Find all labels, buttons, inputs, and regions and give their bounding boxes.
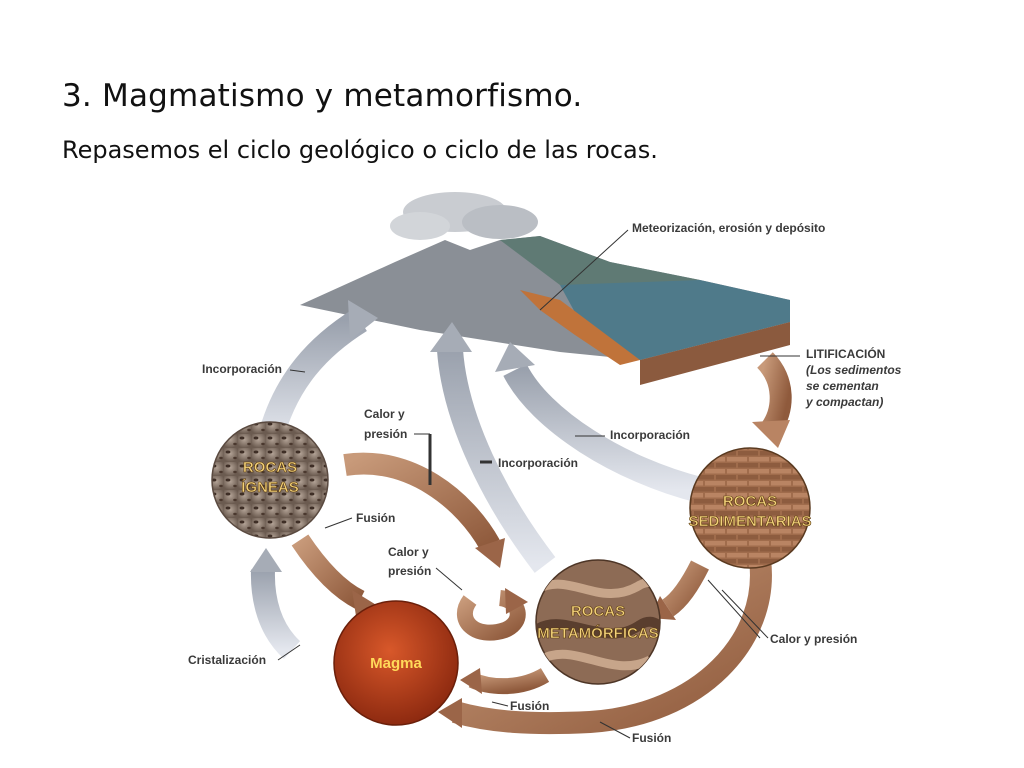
node-igneous-rocks: ROCAS ÍGNEAS	[211, 421, 329, 539]
arrow-head	[505, 588, 528, 614]
arrow-incorporation-igneous	[257, 308, 367, 444]
leader-line	[324, 517, 353, 529]
label-incorporation-right: Incorporación	[610, 428, 690, 442]
label-incorporation-left: Incorporación	[202, 362, 282, 376]
leader-line	[289, 369, 306, 373]
arrow-head	[475, 538, 505, 568]
label-heat-pressure-right: Calor y presión	[770, 632, 857, 646]
arrow-head	[495, 342, 535, 372]
leader-line	[721, 589, 769, 639]
arrow-head	[352, 590, 378, 616]
label-crystallization: Cristalización	[188, 653, 266, 667]
label-heat-pressure-mid-1: Calor y	[388, 545, 429, 559]
cloud-part	[462, 205, 538, 239]
arrow-heat-pressure-igneous	[343, 452, 500, 551]
sediment-layers	[640, 322, 790, 385]
node-magma: Magma	[333, 600, 459, 726]
label-lithification-line2: se cementan	[806, 379, 879, 393]
arrow-fusion-sedimentary	[451, 558, 772, 735]
label-lithification-title: LITIFICACIÓN	[806, 346, 885, 361]
landscape	[300, 192, 790, 385]
igneous-label-2: ÍGNEAS	[241, 479, 299, 496]
arrow-head	[438, 698, 462, 728]
arrow-incorporation-sedimentary	[503, 363, 704, 503]
slide-subtitle: Repasemos el ciclo geológico o ciclo de …	[62, 136, 658, 164]
metamorphic-label-1: ROCAS	[571, 603, 625, 620]
cloud-part	[390, 212, 450, 240]
slide-title: 3. Magmatismo y metamorfismo.	[62, 78, 583, 114]
leader-line	[277, 644, 301, 661]
label-heat-pressure-mid-2: presión	[388, 564, 431, 578]
node-metamorphic-rocks: ROCAS METAMÓRFICAS	[535, 559, 661, 685]
igneous-label-1: ROCAS	[243, 459, 297, 476]
sedimentary-label-1: ROCAS	[723, 493, 777, 510]
leader-line	[707, 579, 761, 639]
label-fusion-left: Fusión	[356, 511, 395, 525]
leader-line	[599, 721, 631, 739]
label-heat-pressure-top-1: Calor y	[364, 407, 405, 421]
label-lithification-line1: (Los sedimentos	[806, 363, 902, 377]
arrow-head	[250, 548, 282, 572]
label-incorporation-center: Incorporación	[498, 456, 578, 470]
sea-surface	[560, 280, 790, 360]
arrow-head	[348, 300, 378, 340]
leader-lines	[277, 229, 800, 739]
label-weathering: Meteorización, erosión y depósito	[632, 221, 825, 235]
arrow-head	[430, 322, 472, 352]
arrow-incorporation-metamorphic	[437, 348, 556, 573]
arrow-head	[460, 668, 482, 694]
leader-line	[491, 701, 509, 707]
arrow-heat-pressure-sedimentary	[662, 560, 709, 617]
label-heat-pressure-top-2: presión	[364, 427, 407, 441]
leader-line	[539, 229, 629, 311]
sedimentary-label-2: SEDIMENTARIAS	[688, 513, 811, 530]
node-sedimentary-rocks: ROCAS SEDIMENTARIAS	[688, 447, 812, 569]
label-fusion-bottom: Fusión	[632, 731, 671, 745]
label-fusion-bottom-mid: Fusión	[510, 699, 549, 713]
arrow-lithification	[756, 352, 792, 437]
arrow-fusion-igneous	[291, 534, 365, 609]
metamorphic-label-2: METAMÓRFICAS	[537, 624, 658, 642]
magma-label: Magma	[370, 655, 422, 672]
erosion-stream	[520, 290, 640, 365]
arrow-head	[752, 420, 790, 448]
label-lithification-line3: y compactan)	[805, 395, 883, 409]
arrow-fusion-metamorphic	[468, 667, 550, 695]
arrow-crystallization	[250, 569, 301, 659]
leader-line	[435, 567, 463, 591]
